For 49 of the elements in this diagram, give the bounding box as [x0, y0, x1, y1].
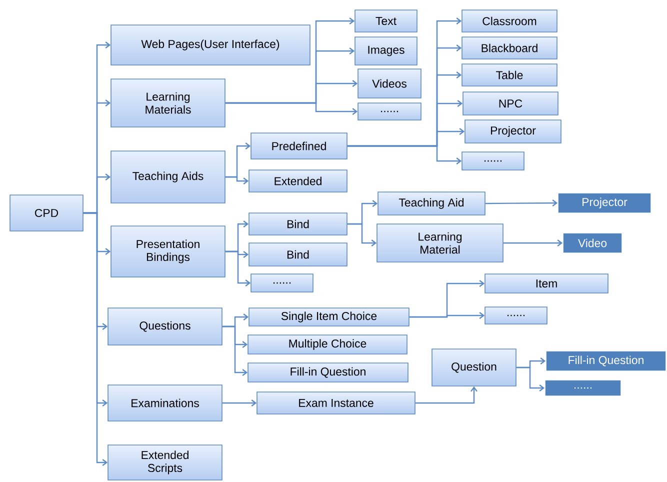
- process-box: Extended Scripts: [108, 444, 222, 480]
- process-box: Examinations: [108, 384, 222, 422]
- label-box: Projector: [558, 192, 652, 214]
- process-box: Web Pages(User Interface): [110, 24, 310, 66]
- process-box: ......: [358, 102, 422, 120]
- process-box: Question: [432, 348, 516, 386]
- arrow: [83, 212, 108, 466]
- process-box: CPD: [10, 194, 84, 232]
- process-box: Item: [484, 274, 608, 294]
- process-box: Learning Materials: [110, 78, 226, 128]
- process-box: Classroom: [462, 10, 558, 32]
- process-box: Predefined: [250, 132, 348, 160]
- process-box: Fill-in Question: [248, 362, 408, 382]
- process-box: Images: [354, 36, 418, 66]
- arrow: [503, 240, 563, 246]
- label-box: Fill-in Question: [546, 350, 666, 372]
- arrow: [347, 145, 462, 164]
- process-box: Bind: [248, 242, 348, 266]
- arrow: [485, 200, 558, 206]
- process-box: NPC: [462, 92, 558, 116]
- process-box: Projector: [464, 120, 562, 144]
- process-box: Extended: [248, 170, 348, 192]
- process-box: Table: [462, 64, 558, 86]
- process-box: Presentation Bindings: [110, 226, 226, 278]
- process-box: Questions: [108, 308, 222, 346]
- arrow: [225, 102, 358, 115]
- arrow: [225, 250, 251, 286]
- process-box: Teaching Aid: [378, 192, 486, 216]
- process-box: Bind: [248, 212, 348, 236]
- process-box: Videos: [358, 68, 422, 98]
- label-box: ......: [544, 380, 622, 396]
- process-box: ......: [250, 274, 314, 292]
- arrow: [222, 326, 248, 376]
- process-box: ......: [462, 152, 524, 170]
- arrow: [409, 312, 485, 319]
- process-box: Learning Material: [376, 224, 504, 262]
- label-box: Video: [562, 232, 622, 254]
- arrow: [415, 386, 478, 404]
- arrow: [347, 223, 377, 246]
- process-box: Multiple Choice: [248, 334, 408, 354]
- process-box: ......: [484, 306, 548, 324]
- arrow: [516, 366, 545, 392]
- arrow: [225, 176, 249, 184]
- arrow: [222, 400, 257, 406]
- process-box: Text: [354, 10, 418, 32]
- process-box: Teaching Aids: [110, 150, 226, 204]
- process-box: Exam Instance: [256, 392, 416, 414]
- process-box: Blackboard: [462, 36, 558, 60]
- process-box: Single Item Choice: [248, 308, 410, 326]
